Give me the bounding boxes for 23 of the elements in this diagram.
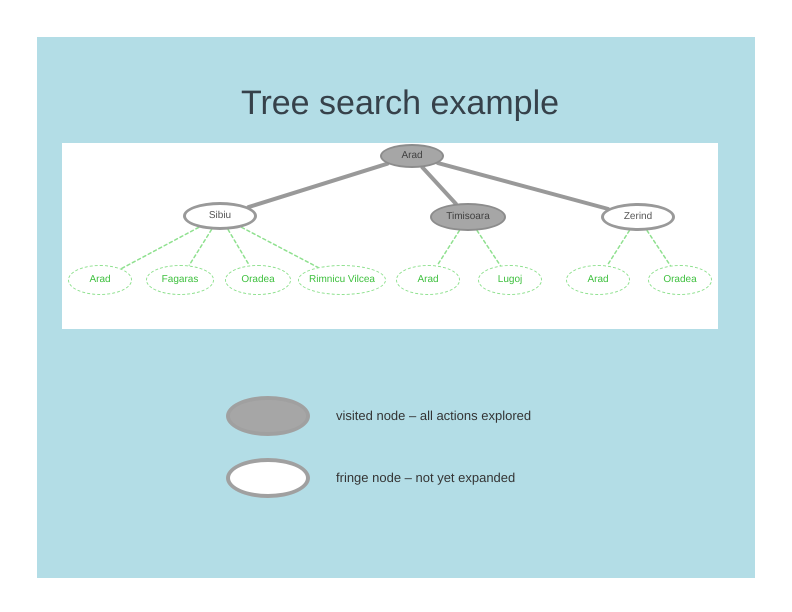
tree-edge bbox=[246, 162, 390, 210]
dashed-tree-edge bbox=[646, 230, 672, 266]
node-label: Fagaras bbox=[162, 274, 198, 286]
title: Tree search example bbox=[240, 83, 560, 124]
dashed-tree-edge bbox=[476, 230, 502, 266]
dashed-tree-edge bbox=[227, 228, 250, 266]
dashed-tree-edge bbox=[436, 230, 460, 266]
node-label: Rimnicu Vilcea bbox=[309, 274, 375, 286]
node-label: Timisoara bbox=[446, 211, 490, 223]
legend-label: visited node – all actions explored bbox=[336, 407, 532, 426]
node-label: Arad bbox=[401, 150, 423, 162]
node-label: Oradea bbox=[241, 274, 275, 286]
node-label: Sibiu bbox=[208, 210, 232, 222]
node-label: Arad bbox=[89, 274, 111, 286]
dashed-tree-edge bbox=[188, 228, 212, 266]
node-label: Arad bbox=[587, 274, 609, 286]
legend-label: fringe node – not yet expanded bbox=[336, 469, 516, 488]
dashed-tree-edge bbox=[606, 230, 630, 266]
node-label: Zerind bbox=[624, 211, 652, 223]
node-label: Oradea bbox=[663, 274, 697, 286]
node-label: Arad bbox=[417, 274, 439, 286]
node-label: Lugoj bbox=[498, 274, 522, 286]
tree-edge bbox=[420, 165, 458, 206]
